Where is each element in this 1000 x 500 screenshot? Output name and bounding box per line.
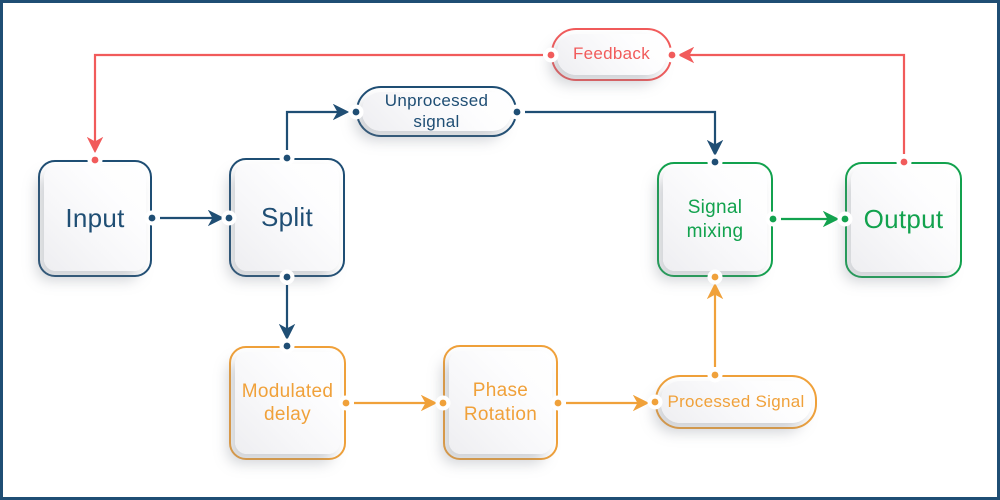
node-label: Processed Signal (667, 391, 805, 411)
node-unprocessed-signal: Unprocessed signal (356, 86, 517, 137)
node-input: Input (38, 160, 152, 277)
node-card: Feedback (557, 34, 666, 75)
node-label: Unprocessed signal (384, 90, 489, 131)
node-split: Split (229, 158, 345, 277)
node-feedback: Feedback (551, 28, 672, 81)
node-processed-signal: Processed Signal (655, 375, 817, 429)
node-card: Input (44, 166, 146, 271)
node-label: Split (260, 201, 314, 232)
node-card: Processed Signal (661, 381, 811, 423)
node-card: Unprocessed signal (362, 90, 511, 131)
node-label: Input (65, 202, 125, 233)
node-label: Feedback (572, 44, 651, 64)
node-output: Output (845, 162, 962, 278)
node-label: Output (863, 204, 944, 235)
node-card: Output (851, 168, 956, 272)
node-card: Split (235, 164, 339, 271)
